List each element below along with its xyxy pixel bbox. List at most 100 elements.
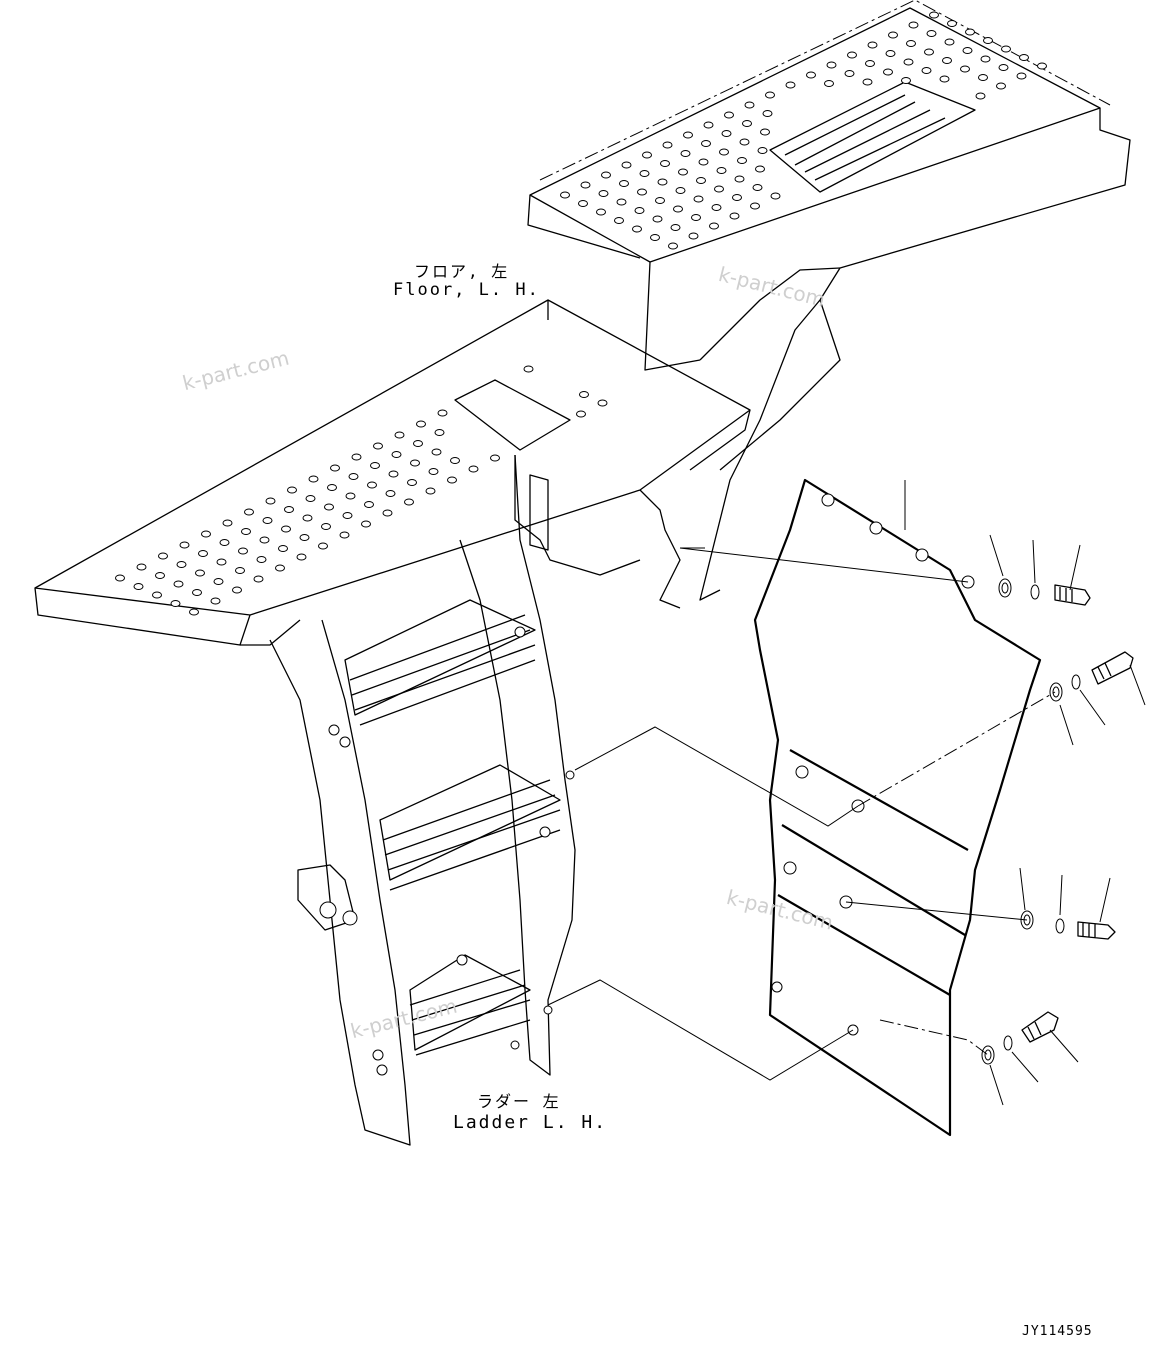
perforation-hole — [370, 462, 380, 469]
perforation-hole — [348, 473, 359, 480]
perforation-hole — [284, 506, 294, 513]
perforation-hole — [806, 71, 816, 79]
perforation-hole — [939, 75, 950, 83]
fastener-set-4 — [981, 1011, 1079, 1106]
perforation-hole — [739, 138, 750, 146]
drawing-code: JY114595 — [1022, 1324, 1093, 1339]
perforation-hole — [621, 161, 632, 169]
perforation-hole — [703, 121, 714, 129]
perforation-hole — [189, 608, 199, 616]
perforation-hole — [302, 514, 313, 522]
floor-label-en: Floor, L. H. — [393, 280, 540, 300]
perforation-hole — [115, 574, 125, 582]
floor-label-jp: フロア, 左 — [414, 262, 510, 281]
perforation-hole — [844, 70, 855, 77]
perforation-hole — [238, 547, 248, 555]
perforation-hole — [576, 410, 586, 418]
perforation-hole — [650, 234, 660, 241]
perforation-hole — [683, 131, 693, 139]
perforation-hole — [652, 215, 663, 223]
perforation-hole — [468, 465, 479, 473]
fastener-set-3 — [1019, 867, 1116, 940]
perforation-hole — [639, 170, 650, 177]
perforation-hole — [824, 80, 834, 87]
perforation-hole — [675, 187, 686, 194]
perforation-hole — [413, 440, 423, 447]
perforation-hole — [1001, 45, 1011, 53]
perforation-hole — [192, 589, 202, 596]
perforation-hole — [345, 492, 356, 500]
perforation-hole — [906, 40, 916, 47]
perforation-hole — [447, 476, 457, 484]
perforation-hole — [762, 110, 773, 117]
perforation-hole — [862, 78, 873, 86]
perforation-hole — [975, 92, 986, 100]
perforation-hole — [339, 531, 350, 539]
perforation-hole — [222, 519, 233, 527]
perforation-hole — [1019, 54, 1029, 61]
perforation-hole — [765, 91, 775, 99]
perforation-hole — [903, 58, 914, 66]
perforation-hole — [407, 479, 417, 486]
perforation-hole — [998, 64, 1009, 71]
perforation-hole — [734, 175, 745, 183]
perforation-hole — [867, 41, 878, 49]
upper-floor-plate — [527, 0, 1131, 371]
perforation-hole — [619, 180, 629, 187]
perforation-hole — [719, 148, 729, 156]
perforation-hole — [597, 399, 608, 407]
perforation-hole — [416, 420, 426, 428]
perforation-hole — [437, 409, 448, 417]
perforation-hole — [321, 523, 331, 530]
perforation-hole — [578, 200, 588, 207]
perforation-hole — [404, 498, 414, 506]
perforation-hole — [965, 28, 975, 36]
perforation-hole — [632, 225, 642, 233]
perforation-hole — [696, 177, 706, 184]
perforation-hole — [732, 194, 742, 201]
perforation-hole — [265, 497, 276, 505]
perforation-hole — [596, 208, 606, 216]
perforation-hole — [235, 567, 245, 574]
perforation-hole — [195, 569, 205, 577]
perforation-hole — [318, 542, 328, 550]
perforation-hole — [173, 580, 184, 588]
perforation-hole — [136, 563, 147, 571]
perforation-hole — [434, 429, 445, 436]
perforation-hole — [241, 528, 251, 535]
ladder — [269, 454, 576, 1146]
perforation-hole — [155, 572, 165, 579]
perforation-hole — [428, 468, 439, 475]
perforation-hole — [688, 232, 699, 240]
perforation-hole — [926, 30, 937, 37]
perforation-hole — [642, 151, 652, 159]
perforation-hole — [847, 51, 857, 59]
perforation-hole — [523, 365, 534, 373]
perforation-hole — [744, 101, 755, 109]
perforation-hole — [978, 74, 988, 81]
perforation-hole — [942, 57, 952, 64]
perforation-hole — [614, 217, 624, 224]
perforation-hole — [616, 198, 627, 206]
perforation-hole — [673, 205, 683, 213]
perforation-hole — [133, 583, 144, 590]
perforation-hole — [201, 530, 211, 538]
perforation-hole — [256, 556, 267, 563]
perforation-hole — [755, 165, 765, 173]
perforation-hole — [962, 47, 973, 54]
perforation-hole — [742, 120, 752, 127]
perforation-hole — [431, 448, 442, 456]
perforation-hole — [425, 487, 436, 495]
perforation-hole — [179, 541, 190, 549]
perforation-hole — [724, 111, 734, 119]
perforation-hole — [278, 545, 288, 552]
perforation-hole — [729, 212, 740, 220]
perforation-hole — [342, 512, 353, 519]
perforation-hole — [391, 451, 402, 458]
perforation-hole — [865, 60, 875, 67]
perforation-hole — [176, 561, 187, 568]
perforation-hole — [709, 222, 719, 230]
perforation-hole — [996, 82, 1006, 90]
perforation-hole — [757, 147, 768, 154]
